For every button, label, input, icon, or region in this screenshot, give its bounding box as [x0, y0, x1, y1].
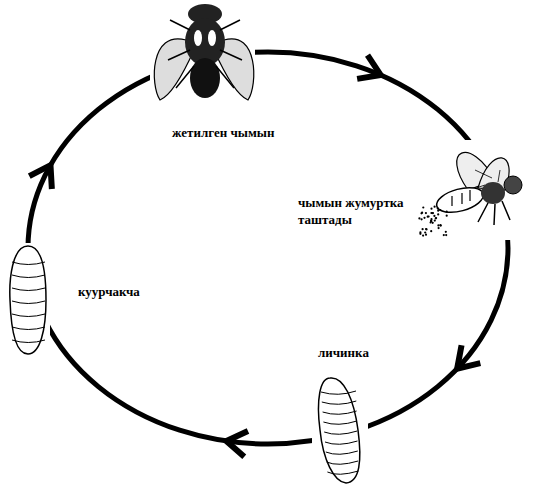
egg-dot [434, 206, 436, 208]
egg-dot [425, 234, 427, 236]
egg-dot [418, 217, 420, 219]
larva-segment [323, 421, 357, 424]
pupa-segment [12, 327, 45, 330]
cycle-ring [28, 52, 508, 444]
larva-segment [324, 431, 357, 434]
pupa-segment [12, 262, 45, 265]
egg-dot [424, 231, 426, 233]
egg-dot [430, 212, 432, 214]
cycle-arrowhead [226, 431, 248, 457]
egg-dot [422, 235, 424, 237]
larva-segment [321, 391, 356, 394]
egg-laying-fly [420, 140, 532, 240]
egg-dot [437, 213, 439, 215]
stage-label: куурчакча [78, 283, 188, 300]
egg-dot [430, 230, 432, 232]
egg-dot [439, 224, 441, 226]
egg-dot [425, 228, 427, 230]
egg-dot [433, 215, 435, 217]
egg-dot [432, 212, 434, 214]
egg-dot [421, 212, 423, 214]
egg-dot [446, 215, 448, 217]
egg-dot [420, 212, 422, 214]
egg-dot [435, 217, 437, 219]
pupa-segment [12, 340, 45, 343]
egg-dot [437, 207, 439, 209]
larva-segment [327, 461, 359, 464]
larva-segment [326, 451, 358, 454]
egg-dot [431, 212, 433, 214]
egg-dot [428, 215, 430, 217]
egg-dot [437, 210, 439, 212]
stage-label: личинка [318, 344, 408, 361]
larva-segment [327, 471, 358, 474]
stage-label: чымын жумуртка таштады [298, 194, 416, 228]
egg-dot [435, 217, 437, 219]
larva-segment [323, 411, 357, 414]
larva-segment [325, 441, 358, 444]
egg-dot [419, 233, 421, 235]
egg-dot [422, 228, 424, 230]
larva [312, 368, 368, 486]
cycle-arrowhead [29, 165, 52, 189]
egg-dot [446, 211, 448, 213]
pupa [6, 243, 50, 357]
eggs [418, 206, 448, 237]
egg-dot [440, 225, 442, 227]
egg-dot [425, 228, 427, 230]
egg-dot [439, 209, 441, 211]
stage-label: жетилген чымын [172, 124, 302, 141]
egg-dot [430, 218, 432, 220]
egg-dot [438, 227, 440, 229]
larva-segment [322, 401, 357, 404]
egg-dot [437, 224, 439, 226]
egg-dot [430, 208, 432, 210]
egg-dot [445, 231, 447, 233]
pupa-segment [12, 288, 45, 291]
egg-dot [422, 206, 424, 208]
adult-fly [150, 0, 255, 108]
pupa-segment [12, 301, 45, 304]
cycle-arrowhead [357, 55, 381, 79]
pupa-segment [12, 275, 45, 278]
cycle-arrowheads [29, 55, 480, 457]
egg-dot [423, 217, 425, 219]
egg-dot [421, 218, 423, 220]
egg-dot [445, 234, 447, 236]
egg-dot [443, 234, 445, 236]
egg-dot [434, 220, 436, 222]
egg-dot [427, 216, 429, 218]
egg-dot [425, 212, 427, 214]
pupa-segment [12, 314, 45, 317]
cycle-arrowhead [457, 345, 480, 368]
